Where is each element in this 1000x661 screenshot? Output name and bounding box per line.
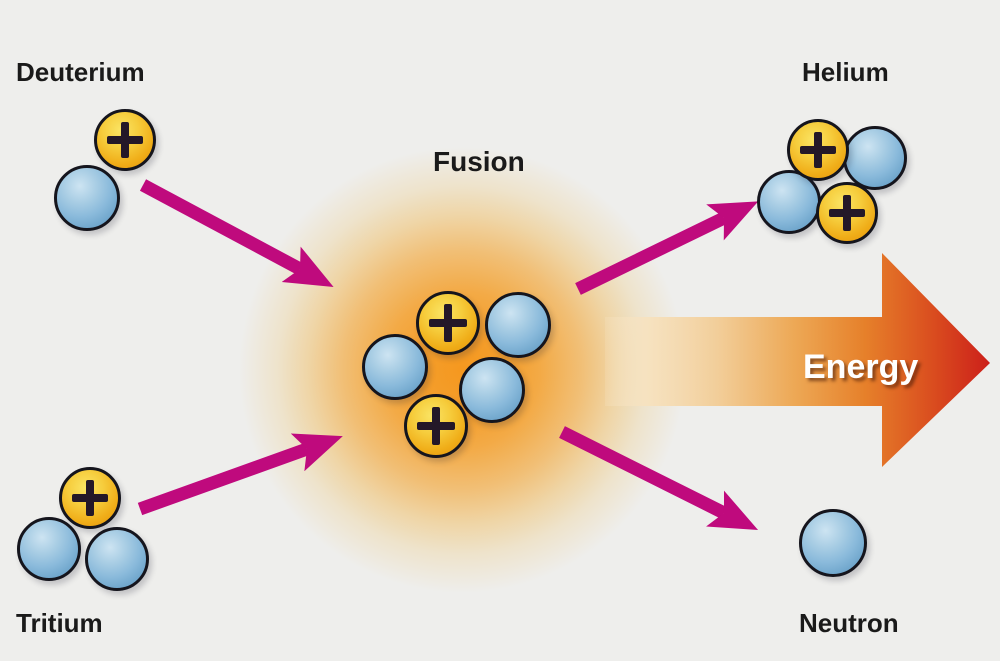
arrow-fusion-to-neutron [559, 426, 759, 531]
free-neutron-particle [799, 509, 867, 577]
plus-icon [443, 303, 453, 343]
plus-icon [86, 479, 94, 517]
neutron-particle [85, 527, 149, 591]
neutron-label: Neutron [799, 608, 899, 638]
plus-icon [814, 131, 822, 169]
arrow-fusion-to-helium [575, 201, 759, 295]
neutron-particle [485, 292, 551, 358]
plus-icon [121, 121, 129, 159]
neutron-particle [54, 165, 120, 231]
proton-particle [816, 182, 878, 244]
helium-label: Helium [802, 57, 889, 87]
proton-particle [787, 119, 849, 181]
deuterium-label: Deuterium [16, 57, 145, 87]
proton-particle [59, 467, 121, 529]
energy-arrow [605, 253, 990, 467]
neutron-particle [459, 357, 525, 423]
plus-icon [431, 406, 441, 446]
neutron-particle [843, 126, 907, 190]
proton-particle [94, 109, 156, 171]
energy-label: Energy [803, 348, 919, 386]
arrow-tritium-to-fusion [137, 433, 343, 516]
plus-icon [843, 194, 851, 232]
proton-particle [404, 394, 468, 458]
fusion-label: Fusion [433, 146, 525, 177]
tritium-label: Tritium [16, 608, 103, 638]
neutron-particle [362, 334, 428, 400]
arrow-deuterium-to-fusion [139, 179, 334, 287]
proton-particle [416, 291, 480, 355]
neutron-particle [17, 517, 81, 581]
